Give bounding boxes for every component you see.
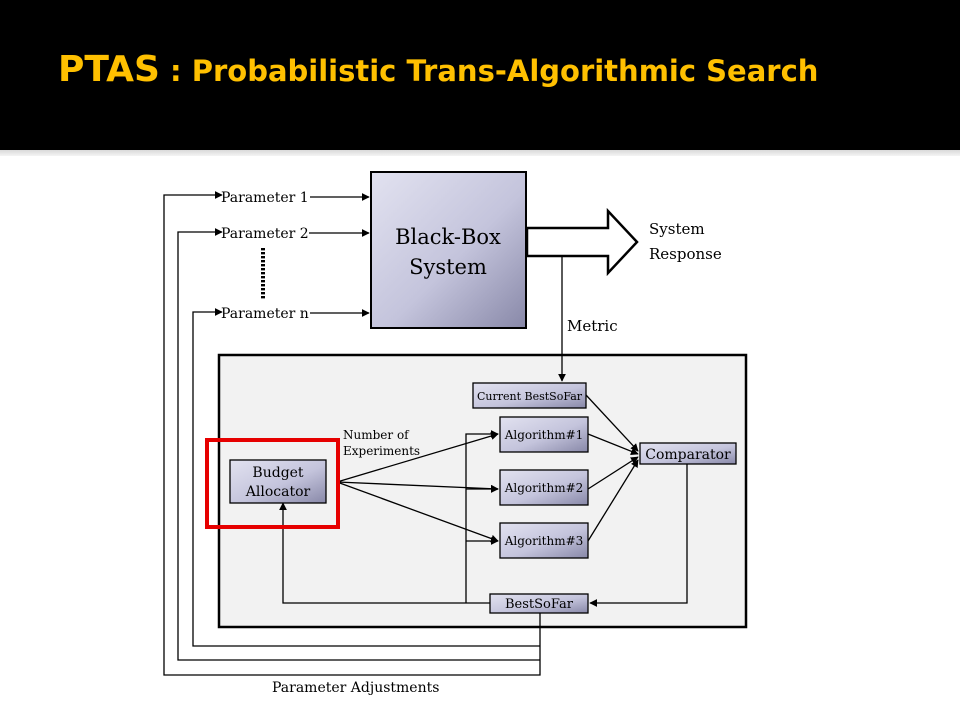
algorithm-3-box (499, 522, 589, 559)
best-so-far-label: BestSoFar (505, 597, 574, 612)
title-bar (0, 0, 960, 150)
algorithm-3-label: Algorithm#3 (504, 534, 584, 548)
budget-allocator-line1: Budget (252, 465, 304, 481)
algorithm-2-label: Algorithm#2 (504, 481, 584, 495)
current-best-label: Current BestSoFar (477, 390, 583, 403)
algorithm-1-label: Algorithm#1 (504, 428, 584, 442)
parameter-1-label: Parameter 1 (221, 190, 309, 206)
current-best-box (472, 382, 587, 409)
black-box-system (370, 171, 527, 329)
parameter-arrows (309, 193, 370, 317)
best-so-far-box (489, 593, 589, 614)
metric-label: Metric (567, 317, 618, 335)
algorithm-2-box (499, 469, 589, 506)
budget-allocator-highlight (205, 438, 340, 529)
slide-title: PTAS : Probabilistic Trans-Algorithmic S… (58, 52, 818, 88)
system-response-line2: Response (649, 245, 722, 263)
system-response-line1: System (649, 220, 705, 238)
black-box-label-line1: Black-Box (395, 225, 501, 249)
title-divider (0, 150, 960, 156)
comparator-box (639, 442, 737, 465)
slide-title-expansion: : Probabilistic Trans-Algorithmic Search (159, 54, 819, 88)
num-experiments-line1: Number of (343, 428, 410, 442)
parameter-n-label: Parameter n (221, 306, 309, 322)
parameter-adjustments-label: Parameter Adjustments (272, 680, 439, 696)
algorithm-1-box (499, 416, 589, 453)
parameter-2-label: Parameter 2 (221, 226, 309, 242)
system-response-arrow (525, 207, 639, 277)
inner-flow-lines (279, 394, 688, 607)
comparator-label: Comparator (645, 447, 731, 463)
black-box-label-line2: System (409, 255, 487, 279)
slide-title-acronym: PTAS (58, 49, 160, 90)
num-experiments-line2: Experiments (343, 444, 420, 458)
feedback-lines (163, 191, 541, 676)
budget-allocator-line2: Allocator (245, 484, 311, 500)
budget-allocator-box (229, 459, 327, 504)
